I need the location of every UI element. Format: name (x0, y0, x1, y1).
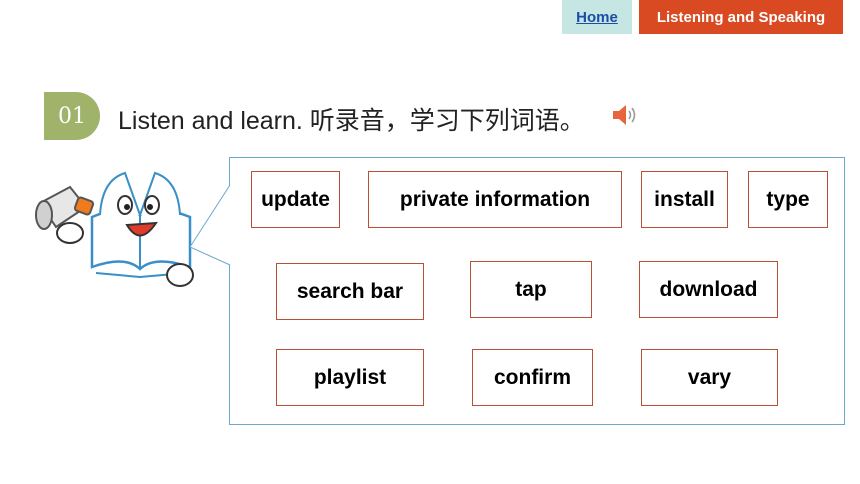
speaker-icon[interactable] (611, 102, 637, 128)
instruction-text: Listen and learn. 听录音，学习下列词语。 (118, 107, 585, 135)
word-card-playlist[interactable]: playlist (276, 349, 424, 406)
word-card-type[interactable]: type (748, 171, 828, 228)
word-card-vary[interactable]: vary (641, 349, 778, 406)
word-card-download[interactable]: download (639, 261, 778, 318)
word-card-search-bar[interactable]: search bar (276, 263, 424, 320)
word-card-confirm[interactable]: confirm (472, 349, 593, 406)
word-card-update[interactable]: update (251, 171, 340, 228)
section-number-badge: 01 (44, 92, 100, 140)
word-card-tap[interactable]: tap (470, 261, 592, 318)
word-card-private-information[interactable]: private information (368, 171, 622, 228)
word-card-install[interactable]: install (641, 171, 728, 228)
megaphone-book-mascot (35, 171, 194, 287)
home-link[interactable]: Home (562, 0, 632, 34)
listening-speaking-tab[interactable]: Listening and Speaking (639, 0, 843, 34)
speech-pointer (190, 185, 231, 266)
